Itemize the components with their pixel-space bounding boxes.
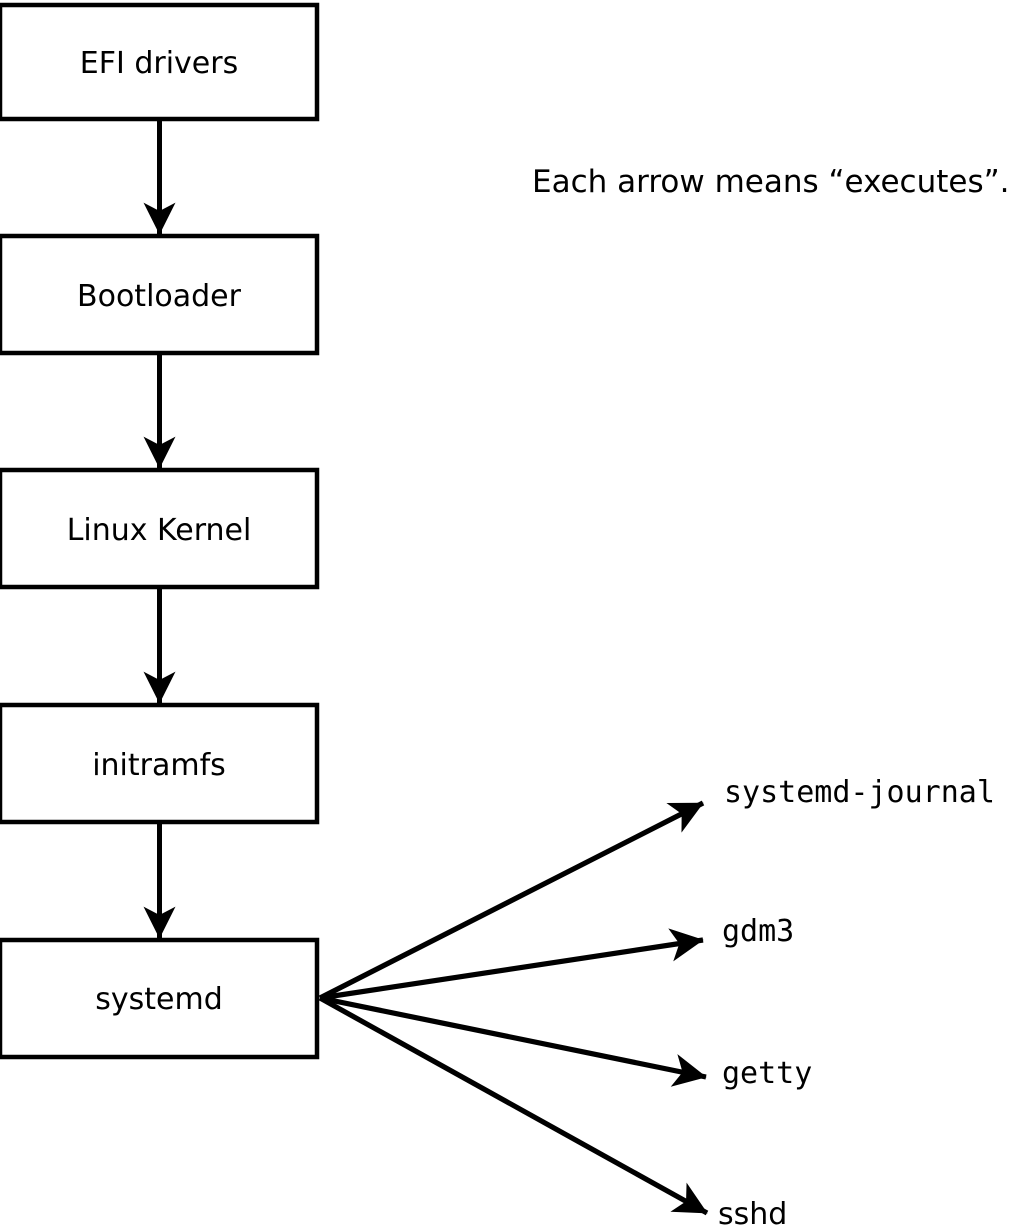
box-systemd: systemd — [0, 937, 320, 1060]
box-systemd-rect — [0, 937, 320, 1060]
box-linux-kernel-rect — [0, 467, 320, 590]
box-linux-kernel-label: Linux Kernel — [67, 513, 252, 548]
arrow-systemd-to-sshd — [318, 995, 709, 1216]
box-efi-drivers: EFI drivers — [0, 2, 320, 122]
target-label-systemd-journal: systemd-journal — [724, 775, 995, 810]
arrow-systemd-to-gdm3 — [319, 928, 704, 1001]
target-label-sshd: sshd — [718, 1197, 787, 1230]
box-efi-drivers-rect — [0, 2, 320, 122]
box-initramfs-label: initramfs — [92, 748, 226, 783]
box-bootloader-rect — [0, 233, 320, 356]
target-label-gdm3: gdm3 — [722, 914, 794, 949]
box-initramfs-rect — [0, 702, 320, 825]
arrow-systemd-to-systemd-journal — [318, 800, 705, 1001]
box-initramfs: initramfs — [0, 702, 320, 825]
box-bootloader-label: Bootloader — [77, 279, 242, 314]
arrow-systemd-to-getty — [319, 995, 707, 1087]
caption-arrow-meaning: Each arrow means “executes”. — [532, 164, 1010, 200]
box-systemd-label: systemd — [95, 982, 223, 1017]
box-linux-kernel: Linux Kernel — [0, 467, 320, 590]
target-label-getty: getty — [722, 1056, 812, 1091]
box-efi-drivers-label: EFI drivers — [80, 46, 238, 81]
box-bootloader: Bootloader — [0, 233, 320, 356]
